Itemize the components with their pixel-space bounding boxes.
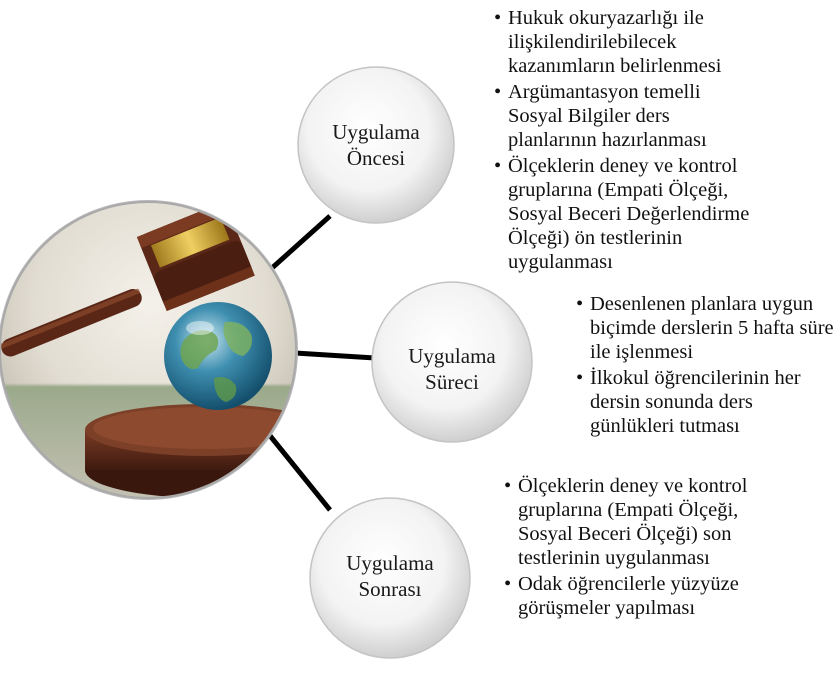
connector-once — [272, 216, 330, 268]
bullet-item: İlkokul öğrencilerinin her dersin sonund… — [576, 366, 838, 438]
bullet-item: Ölçeklerin deney ve kontrol gruplarına (… — [494, 154, 750, 274]
bullet-item: Desenlenen planlara uygun biçimde dersle… — [576, 292, 838, 364]
node-label-once: Uygulama Öncesi — [316, 119, 436, 171]
bullet-item: Odak öğrencilerle yüzyüze görüşmeler yap… — [504, 572, 754, 620]
node-label-sonrasi-line2: Sonrası — [330, 576, 450, 602]
bullet-item: Ölçeklerin deney ve kontrol gruplarına (… — [504, 474, 754, 570]
bullet-list-once: Hukuk okuryazarlığı ile ilişkilendirileb… — [494, 6, 750, 276]
connector-sureci — [295, 353, 375, 358]
bullet-list-sureci: Desenlenen planlara uygun biçimde dersle… — [576, 292, 838, 440]
node-label-sureci-line2: Süreci — [392, 369, 512, 395]
node-label-sonrasi: Uygulama Sonrası — [330, 550, 450, 602]
node-label-sureci-line1: Uygulama — [392, 343, 512, 369]
bullet-item: Hukuk okuryazarlığı ile ilişkilendirileb… — [494, 6, 750, 78]
bullet-list-sonrasi: Ölçeklerin deney ve kontrol gruplarına (… — [504, 474, 754, 622]
node-label-sonrasi-line1: Uygulama — [330, 550, 450, 576]
node-label-once-line1: Uygulama — [316, 119, 436, 145]
bullet-item: Argümantasyon temelli Sosyal Bilgiler de… — [494, 80, 750, 152]
node-label-sureci: Uygulama Süreci — [392, 343, 512, 395]
node-label-once-line2: Öncesi — [316, 145, 436, 171]
connector-sonrasi — [267, 432, 330, 510]
gavel-globe-image — [0, 200, 325, 505]
